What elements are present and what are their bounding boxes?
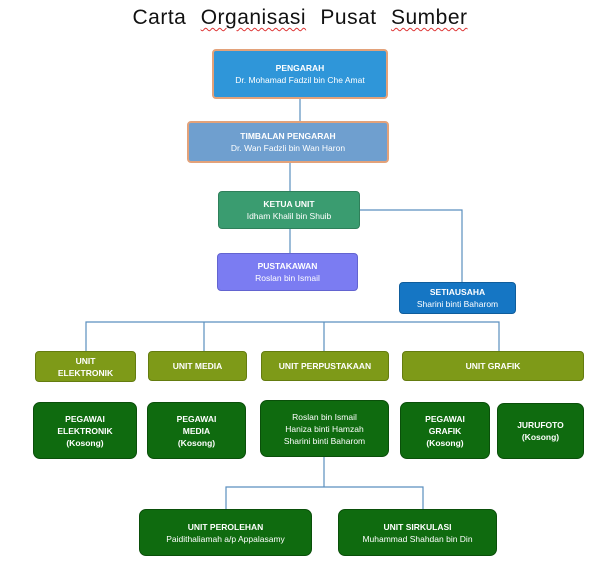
node-label: UNIT PERPUSTAKAAN	[278, 361, 372, 371]
node-title: UNIT PEROLEHAN	[187, 521, 264, 532]
node-label-line1: UNIT	[75, 355, 96, 366]
node-person: Idham Khalil bin Shuib	[246, 211, 332, 221]
connector-units-bar	[85, 321, 500, 351]
node-pegawai-media: PEGAWAI MEDIA (Kosong)	[147, 402, 246, 459]
node-label-line2: ELEKTRONIK	[57, 367, 114, 378]
node-unit-media: UNIT MEDIA	[148, 351, 247, 381]
node-line1: PEGAWAI	[176, 413, 217, 424]
node-line2: MEDIA	[182, 425, 211, 436]
connector-ketua-setiausaha	[360, 209, 463, 282]
node-line3: Sharini binti Baharom	[283, 435, 366, 446]
node-line3: (Kosong)	[66, 437, 104, 448]
node-line3: (Kosong)	[177, 437, 216, 448]
node-setiausaha: SETIAUSAHA Sharini binti Baharom	[399, 282, 516, 314]
node-label: UNIT GRAFIK	[465, 361, 521, 371]
node-line1: PEGAWAI	[425, 413, 465, 424]
title-word-1: Carta	[132, 6, 187, 29]
title-word-3: Pusat	[320, 6, 377, 29]
node-line1: PEGAWAI	[65, 413, 105, 424]
node-person: Roslan bin Ismail	[255, 273, 320, 283]
node-jurufoto: JURUFOTO (Kosong)	[497, 403, 584, 459]
node-person: Dr. Mohamad Fadzil bin Che Amat	[235, 75, 365, 85]
node-unit-sirkulasi: UNIT SIRKULASI Muhammad Shahdan bin Din	[338, 509, 497, 556]
node-timbalan-pengarah: TIMBALAN PENGARAH Dr. Wan Fadzli bin Wan…	[187, 121, 389, 163]
node-line1: Roslan bin Ismail	[292, 411, 357, 422]
node-line2: (Kosong)	[521, 432, 560, 442]
node-ketua-unit: KETUA UNIT Idham Khalil bin Shuib	[218, 191, 360, 229]
node-pegawai-elektronik: PEGAWAI ELEKTRONIK (Kosong)	[33, 402, 137, 459]
node-unit-elektronik: UNIT ELEKTRONIK	[35, 351, 136, 382]
node-line2: Haniza binti Hamzah	[285, 423, 364, 434]
node-title: KETUA UNIT	[263, 199, 315, 209]
node-label: UNIT MEDIA	[172, 361, 223, 371]
node-line2: ELEKTRONIK	[57, 425, 113, 436]
node-person: Sharini binti Baharom	[416, 299, 499, 309]
node-title: TIMBALAN PENGARAH	[240, 131, 336, 141]
connector-subunits-bar	[225, 486, 424, 509]
title-word-2: Organisasi	[200, 6, 307, 29]
node-title: UNIT SIRKULASI	[383, 521, 452, 532]
node-line2: GRAFIK	[428, 425, 462, 436]
node-person: Muhammad Shahdan bin Din	[362, 533, 473, 544]
node-person: Dr. Wan Fadzli bin Wan Haron	[230, 143, 346, 153]
node-pengarah: PENGARAH Dr. Mohamad Fadzil bin Che Amat	[212, 49, 388, 99]
node-title: PENGARAH	[275, 63, 325, 73]
node-title: SETIAUSAHA	[429, 287, 486, 297]
node-line3: (Kosong)	[426, 437, 464, 448]
node-title: PUSTAKAWAN	[257, 261, 318, 271]
node-person: Paidithaliamah a/p Appalasamy	[166, 533, 285, 544]
node-staf-perpustakaan: Roslan bin Ismail Haniza binti Hamzah Sh…	[260, 400, 389, 457]
node-unit-perolehan: UNIT PEROLEHAN Paidithaliamah a/p Appala…	[139, 509, 312, 556]
title-word-4: Sumber	[390, 6, 468, 29]
node-line1: JURUFOTO	[517, 420, 564, 430]
chart-title: Carta Organisasi Pusat Sumber	[0, 6, 600, 30]
node-pustakawan: PUSTAKAWAN Roslan bin Ismail	[217, 253, 358, 291]
node-pegawai-grafik: PEGAWAI GRAFIK (Kosong)	[400, 402, 490, 459]
node-unit-grafik: UNIT GRAFIK	[402, 351, 584, 381]
node-unit-perpustakaan: UNIT PERPUSTAKAAN	[261, 351, 389, 381]
